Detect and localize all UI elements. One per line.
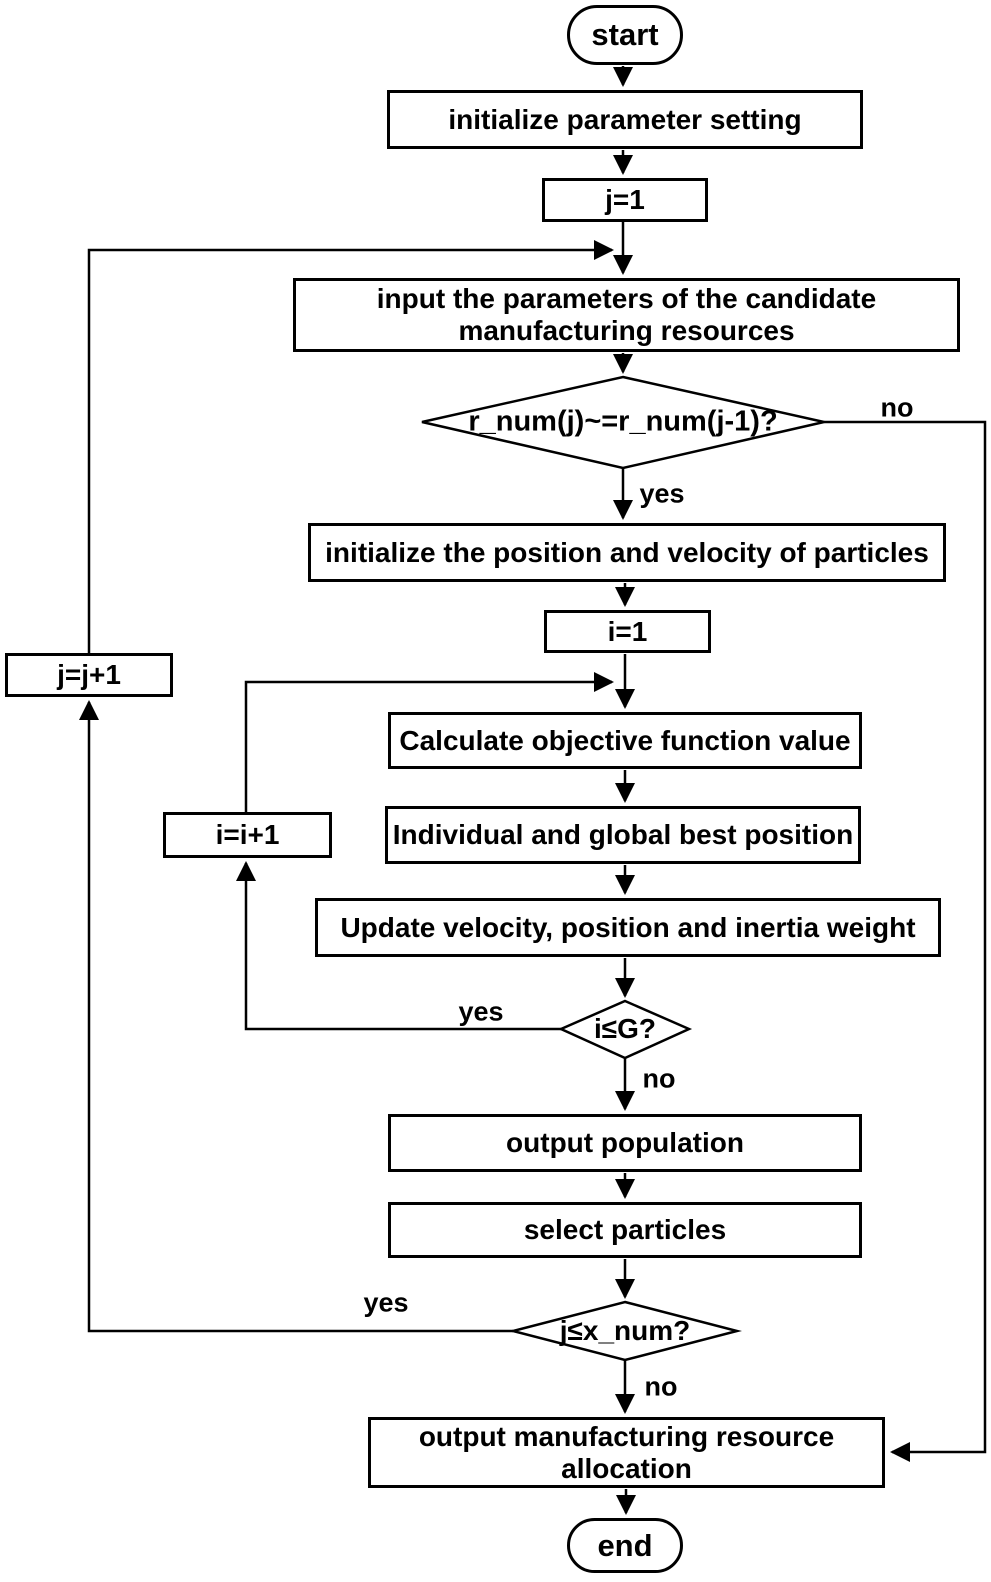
edge-i-increment-to-main-line (244, 672, 614, 812)
output-population-process: output population (388, 1114, 862, 1172)
iteration-check-yes-label: yes (458, 996, 504, 1027)
calc-objective-process: Calculate objective function value (388, 712, 862, 769)
i-increment-process: i=i+1 (163, 812, 332, 858)
iteration-check-no-label: no (642, 1063, 676, 1094)
resource-check-decision-shape (421, 375, 825, 470)
resource-check-decision-label: r_num(j)~=r_num(j-1)? (468, 405, 778, 438)
init-particles-process: initialize the position and velocity of … (308, 523, 946, 582)
j-init-process: j=1 (542, 178, 708, 222)
edge-j-increment-to-main-line (87, 240, 614, 653)
resource-check-yes-label: yes (639, 478, 685, 509)
init-parameter-process: initialize parameter setting (387, 90, 863, 149)
input-parameters-process: input the parameters of the candidate ma… (293, 278, 960, 352)
start-terminator: start (567, 5, 683, 65)
j-increment-process: j=j+1 (5, 653, 173, 697)
edge-resource-check-no-to-output-allocation (824, 420, 987, 1462)
edge-iteration-check-yes-to-i-increment (236, 861, 561, 1031)
best-position-process: Individual and global best position (385, 806, 861, 864)
task-check-decision-shape (508, 1300, 742, 1362)
select-particles-process: select particles (388, 1202, 862, 1258)
update-velocity-process: Update velocity, position and inertia we… (315, 898, 941, 957)
resource-check-no-label: no (880, 392, 914, 423)
output-allocation-process: output manufacturing resource allocation (368, 1417, 885, 1488)
iteration-check-decision-label: i≤G? (593, 1013, 657, 1044)
task-check-yes-label: yes (363, 1287, 409, 1318)
task-check-decision-label: j≤x_num? (559, 1315, 691, 1346)
i-init-process: i=1 (544, 610, 711, 653)
task-check-no-label: no (644, 1371, 678, 1402)
iteration-check-decision-shape (557, 999, 693, 1060)
edge-task-check-yes-to-j-increment (79, 700, 513, 1333)
end-terminator: end (567, 1518, 683, 1573)
